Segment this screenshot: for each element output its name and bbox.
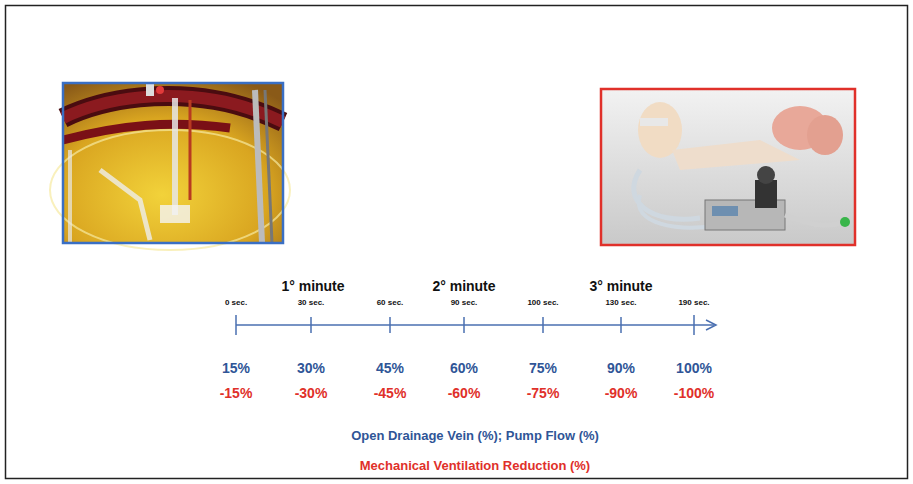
pump-flow-percent: 60% bbox=[450, 360, 478, 376]
legend-caption: Open Drainage Vein (%); Pump Flow (%) bbox=[351, 429, 599, 444]
time-label: 0 sec. bbox=[225, 298, 247, 307]
time-label: 30 sec. bbox=[298, 298, 325, 307]
ventilation-percent: -90% bbox=[605, 385, 638, 401]
ventilation-percent: -100% bbox=[674, 385, 714, 401]
ventilation-percent: -30% bbox=[295, 385, 328, 401]
time-label: 190 sec. bbox=[678, 298, 709, 307]
pump-flow-percent: 15% bbox=[222, 360, 250, 376]
ventilation-percent: -75% bbox=[527, 385, 560, 401]
pump-flow-percent: 30% bbox=[297, 360, 325, 376]
time-label: 100 sec. bbox=[527, 298, 558, 307]
time-label: 90 sec. bbox=[451, 298, 478, 307]
minute-label: 2° minute bbox=[432, 278, 495, 294]
legend-caption: Mechanical Ventilation Reduction (%) bbox=[360, 459, 590, 474]
minute-label: 3° minute bbox=[589, 278, 652, 294]
minute-label: 1° minute bbox=[281, 278, 344, 294]
frame bbox=[6, 6, 908, 479]
ventilation-percent: -60% bbox=[448, 385, 481, 401]
ventilation-percent: -45% bbox=[374, 385, 407, 401]
time-label: 130 sec. bbox=[605, 298, 636, 307]
time-label: 60 sec. bbox=[377, 298, 404, 307]
ventilation-percent: -15% bbox=[220, 385, 253, 401]
reservoir-photo bbox=[50, 83, 290, 250]
pump-flow-percent: 90% bbox=[607, 360, 635, 376]
manikin-photo bbox=[601, 89, 855, 245]
timeline bbox=[236, 315, 716, 335]
pump-flow-percent: 100% bbox=[676, 360, 712, 376]
pump-flow-percent: 75% bbox=[529, 360, 557, 376]
pump-flow-percent: 45% bbox=[376, 360, 404, 376]
